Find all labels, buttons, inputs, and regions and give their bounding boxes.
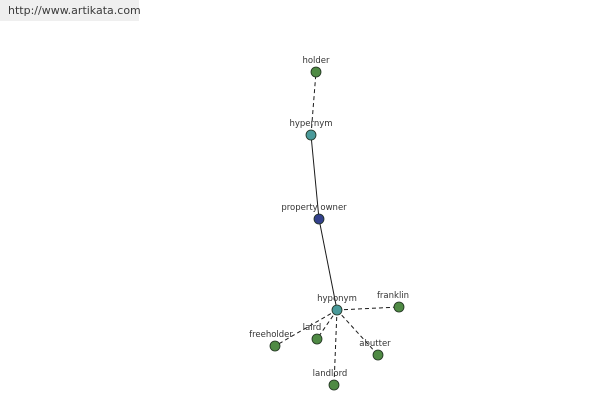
node-abutter[interactable]: abutter [359,339,391,361]
edge-hyponym-to-franklin [336,306,400,311]
node-hyponym-dot[interactable] [331,304,343,316]
node-laird-dot[interactable] [311,333,323,345]
node-hyponym[interactable]: hyponym [317,294,357,316]
node-hypernym-label: hypernym [289,119,332,129]
node-freeholder-dot[interactable] [269,340,281,352]
watermark-url: http://www.artikata.com [8,4,141,17]
node-holder-dot[interactable] [310,66,322,78]
node-abutter-dot[interactable] [372,349,384,361]
node-property-owner-dot[interactable] [313,213,325,225]
edge-hyponym-to-laird [316,309,338,340]
node-laird[interactable]: laird [303,323,323,345]
node-property-owner-label: property owner [281,203,347,213]
node-hyponym-label: hyponym [317,294,357,304]
node-landlord[interactable]: landlord [313,369,348,391]
node-holder[interactable]: holder [302,56,330,78]
node-freeholder[interactable]: freeholder [249,330,293,352]
edge-hypernym-to-holder [310,71,317,136]
node-landlord-dot[interactable] [328,379,340,391]
edge-property-owner-to-hypernym [310,134,320,220]
node-property-owner[interactable]: property owner [281,203,347,225]
node-hypernym-dot[interactable] [305,129,317,141]
edge-hyponym-to-freeholder [274,309,338,347]
edge-property-owner-to-hyponym [318,218,338,311]
node-freeholder-label: freeholder [249,330,293,340]
node-hypernym[interactable]: hypernym [289,119,333,141]
edges-layer [274,71,400,386]
node-franklin-label: franklin [377,291,409,301]
edge-hyponym-to-landlord [333,309,338,386]
node-landlord-label: landlord [313,369,348,379]
node-laird-label: laird [303,323,322,333]
node-franklin-dot[interactable] [393,301,405,313]
watermark-bar: http://www.artikata.com [0,0,141,21]
node-holder-label: holder [302,56,330,66]
node-franklin[interactable]: franklin [377,291,409,313]
nodes-layer: holder hypernym property owner hyponym frank… [249,56,409,391]
edge-hyponym-to-abutter [336,309,379,356]
node-abutter-label: abutter [359,339,391,349]
